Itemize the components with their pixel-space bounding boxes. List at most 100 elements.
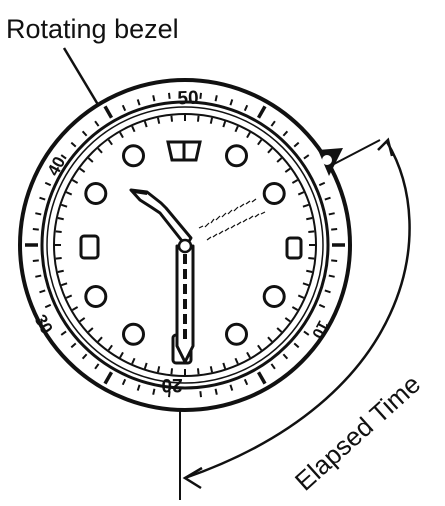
bezel-tick	[282, 353, 289, 360]
dial-tick	[97, 336, 103, 343]
bezel-tick	[282, 130, 289, 137]
dial-tick	[170, 115, 174, 122]
bezel-tick	[331, 228, 338, 231]
hour-hand	[129, 188, 193, 248]
bezel-tick	[152, 95, 156, 102]
bezel-tick	[70, 342, 77, 349]
bezel-tick	[136, 384, 141, 391]
minute-hand	[175, 244, 195, 364]
bezel-number-10: 10	[308, 317, 331, 341]
dial-tick	[291, 306, 299, 311]
bezel-tick	[270, 363, 276, 370]
bezel-tick	[103, 105, 114, 119]
elapsed-time-indicator	[179, 137, 411, 500]
bezel-tick	[94, 363, 100, 370]
bezel-tick	[303, 154, 310, 160]
dial-tick	[55, 256, 62, 260]
dial-tick	[257, 139, 263, 146]
dial-tick	[71, 306, 79, 311]
bezel-tick	[243, 104, 249, 112]
bezel-tick	[136, 99, 141, 106]
dial-tick	[257, 344, 263, 351]
bezel-tick	[324, 289, 331, 294]
dial-tick	[284, 317, 291, 323]
dial-tick	[222, 362, 227, 369]
dial-tick	[107, 139, 113, 146]
bezel-tick	[168, 391, 171, 398]
dial-tick	[276, 327, 283, 333]
bezel-tick	[81, 353, 88, 360]
bezel-start-marker	[318, 148, 343, 176]
bezel-tick	[94, 120, 100, 127]
bezel-tick	[293, 342, 300, 349]
hour-markers	[84, 144, 286, 346]
bezel-leader-line	[62, 47, 102, 109]
dial-tick	[276, 157, 283, 163]
dial-tick	[65, 294, 73, 299]
dial-minute-ticks	[55, 115, 315, 375]
bezel-inner-ring	[40, 100, 330, 390]
dial-tick	[308, 256, 315, 260]
dial-tick	[209, 117, 214, 124]
bezel-tick	[60, 154, 67, 160]
dial-tick	[234, 357, 239, 365]
bezel-tick	[44, 181, 52, 187]
bezel-number-50: 50	[177, 88, 199, 110]
bezel-tick	[229, 99, 234, 106]
bezel-tick	[318, 181, 326, 187]
dial-tick	[308, 230, 315, 234]
dial-tick	[119, 351, 124, 359]
bezel-tick	[121, 104, 127, 112]
bezel-tick	[256, 105, 267, 119]
dial-tick	[143, 362, 148, 369]
dial-tick	[297, 191, 305, 196]
bezel-tick	[331, 259, 338, 262]
hour-dot-marker	[225, 322, 248, 346]
bezel-tick	[60, 330, 67, 336]
dial-edge	[53, 113, 317, 377]
bezel-tick	[44, 303, 52, 309]
dial-tick	[222, 121, 227, 128]
bezel-tick	[328, 212, 335, 216]
bezel-tick	[243, 378, 249, 386]
dial-tick	[246, 131, 251, 139]
dial-tick	[246, 351, 251, 359]
bezel-tick	[318, 303, 326, 309]
elapsed-time-arc	[184, 141, 411, 480]
dial-tick	[267, 147, 273, 154]
dial-tick	[61, 282, 68, 287]
watch: 50 40 30 20 10	[18, 78, 352, 412]
elapsed-start-line	[333, 139, 381, 165]
bezel-tick	[303, 330, 310, 336]
bezel-tick	[199, 92, 202, 99]
bezel-number-20: 20	[161, 374, 182, 395]
dial-tick	[297, 294, 305, 299]
nine-oclock-marker	[79, 234, 100, 260]
bezel-tick-marks	[25, 92, 345, 398]
bezel-tick	[32, 228, 39, 231]
bezel-tick	[103, 371, 114, 385]
hour-dot-marker	[225, 144, 248, 168]
bezel-tick	[324, 196, 331, 201]
bezel-tick	[229, 384, 234, 391]
bezel-tick	[152, 388, 156, 395]
dial-tick	[57, 216, 64, 221]
bezel-tick	[293, 141, 300, 148]
bezel-tick	[32, 259, 39, 262]
dial-tick	[284, 167, 291, 173]
dial-tick	[57, 269, 64, 274]
dial-tick	[196, 368, 200, 375]
bezel-tick	[39, 289, 46, 294]
hour-dot-marker	[84, 285, 108, 308]
elapsed-time-label: Elapsed Time	[289, 369, 426, 497]
hour-dot-marker	[122, 322, 145, 346]
dial-tick	[306, 216, 313, 221]
dial-tick	[61, 203, 68, 208]
dial-tick	[306, 269, 313, 274]
center-pinion	[177, 238, 193, 254]
dial-tick	[97, 147, 103, 154]
bezel-tick	[39, 196, 46, 201]
bezel-tick	[270, 120, 276, 127]
bezel-tick	[70, 141, 77, 148]
dial-tick	[87, 327, 94, 333]
